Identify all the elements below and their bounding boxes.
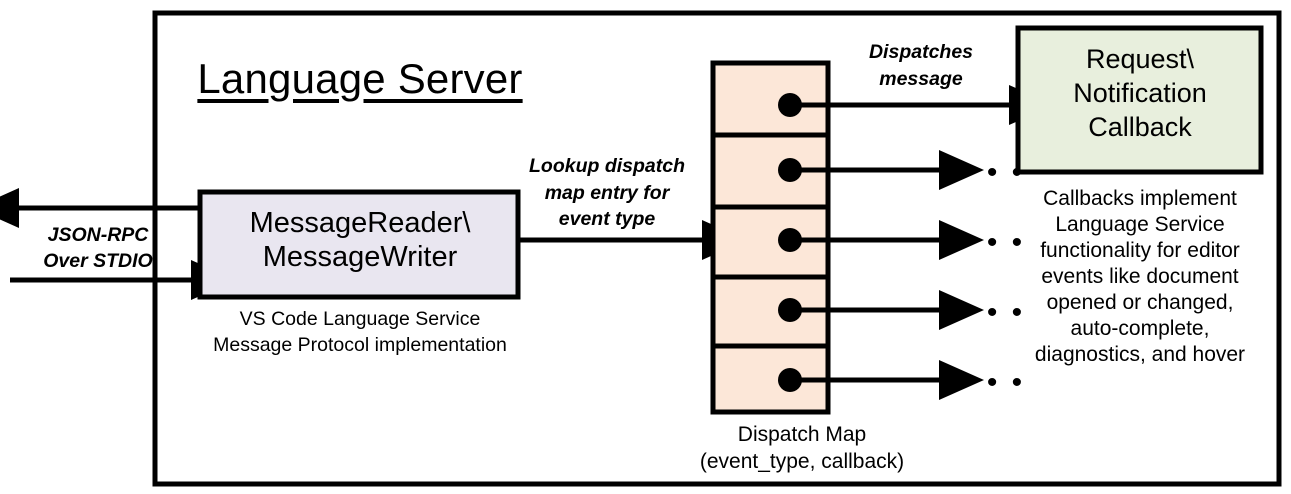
dispatch-map-caption: Dispatch Map (event_type, callback)	[699, 423, 905, 474]
callback-box[interactable]	[1015, 25, 1264, 175]
message-reader-writer-box[interactable]	[197, 189, 521, 300]
ellipsis-row-2: • • •	[962, 156, 1026, 189]
callback-box-caption: Callbacks implement Language Service fun…	[1034, 187, 1246, 367]
message-reader-writer-caption: VS Code Language Service Message Protoco…	[213, 308, 507, 357]
message-reader-writer-label: MessageReader\ MessageWriter	[249, 207, 471, 274]
ellipsis-row-5: • • •	[962, 366, 1026, 399]
language-server-boundary	[152, 10, 1282, 487]
ellipsis-row-3: • • •	[962, 226, 1026, 259]
dispatch-map-table[interactable]	[710, 60, 831, 415]
dispatches-message-label: Dispatches message	[868, 41, 974, 90]
page-title: Language Server	[197, 55, 523, 102]
jsonrpc-transport-label: JSON-RPC Over STDIO	[43, 224, 153, 273]
callback-box-label: Request\ Notification Callback	[1073, 44, 1207, 143]
dispatch-row-arrows	[790, 85, 1054, 400]
ellipsis-row-4: • • •	[962, 296, 1026, 329]
dispatch-map-cell[interactable]	[710, 60, 831, 138]
lookup-dispatch-label: Lookup dispatch map entry for event type	[529, 155, 685, 231]
